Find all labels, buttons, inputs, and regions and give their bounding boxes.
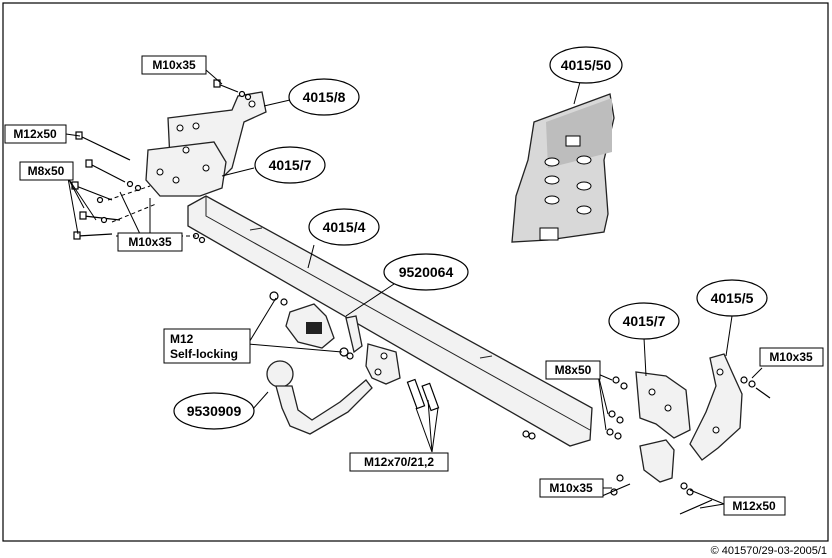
label-4015-7-left: 4015/7 (269, 157, 312, 173)
right-bracket-assembly (635, 353, 743, 483)
diagram-frame (2, 2, 829, 542)
callout-9530909: 9530909 (173, 392, 255, 430)
callout-4015-7-left: 4015/7 (254, 146, 326, 184)
hw-label-m10x35-bottom: M10x35 (549, 481, 593, 495)
hw-box-m12x50-left: M12x50 (4, 124, 67, 144)
hw-label-m12x50-left: M12x50 (13, 127, 57, 141)
label-4015-50: 4015/50 (561, 57, 612, 73)
center-bolts (269, 291, 536, 440)
hw-box-m12x70: M12x70/21,2 (349, 452, 449, 472)
label-9520064: 9520064 (399, 264, 454, 280)
hw-label-m12: M12 (170, 332, 194, 346)
hw-box-m10x35-right: M10x35 (759, 347, 824, 367)
callout-4015-8: 4015/8 (288, 78, 360, 116)
hw-label-self-locking: Self-locking (170, 347, 238, 361)
copyright-text: © 401570/29-03-2005/1 (711, 545, 827, 557)
label-4015-4: 4015/4 (323, 219, 366, 235)
hw-box-m10x35-bottom: M10x35 (539, 478, 604, 498)
hw-label-m8x50-left: M8x50 (28, 164, 65, 178)
label-4015-7-right: 4015/7 (623, 313, 666, 329)
hw-box-m12x50-right: M12x50 (723, 496, 786, 516)
hw-box-m10x35-left: M10x35 (117, 232, 183, 252)
hw-box-m8x50-left: M8x50 (19, 161, 74, 181)
label-9530909: 9530909 (187, 403, 242, 419)
hw-label-m10x35-left: M10x35 (128, 235, 172, 249)
hw-box-m12-self-locking: M12 Self-locking (163, 328, 251, 364)
hitch-clamp-9520064 (285, 303, 401, 385)
left-bracket-assembly (145, 91, 267, 197)
left-alignment-dashes (107, 185, 196, 237)
callout-4015-7-right: 4015/7 (608, 302, 680, 340)
hw-box-m8x50-right: M8x50 (545, 360, 601, 380)
label-4015-5: 4015/5 (711, 290, 754, 306)
detail-inset-4015-50 (511, 93, 615, 243)
callout-4015-50: 4015/50 (549, 46, 623, 84)
tow-ball-neck (266, 360, 373, 435)
hw-label-m8x50-right: M8x50 (555, 363, 592, 377)
label-4015-8: 4015/8 (303, 89, 346, 105)
callout-9520064: 9520064 (383, 253, 469, 291)
callout-4015-5: 4015/5 (696, 279, 768, 317)
callout-4015-4: 4015/4 (308, 208, 380, 246)
hw-label-m12x70: M12x70/21,2 (364, 455, 434, 469)
main-cross-bar (187, 195, 593, 447)
hw-box-m10x35-top: M10x35 (141, 55, 207, 75)
hw-label-m10x35-top: M10x35 (152, 58, 196, 72)
right-bolts (601, 376, 771, 515)
hw-label-m12x50-right: M12x50 (732, 499, 776, 513)
hw-label-m10x35-right: M10x35 (769, 350, 813, 364)
